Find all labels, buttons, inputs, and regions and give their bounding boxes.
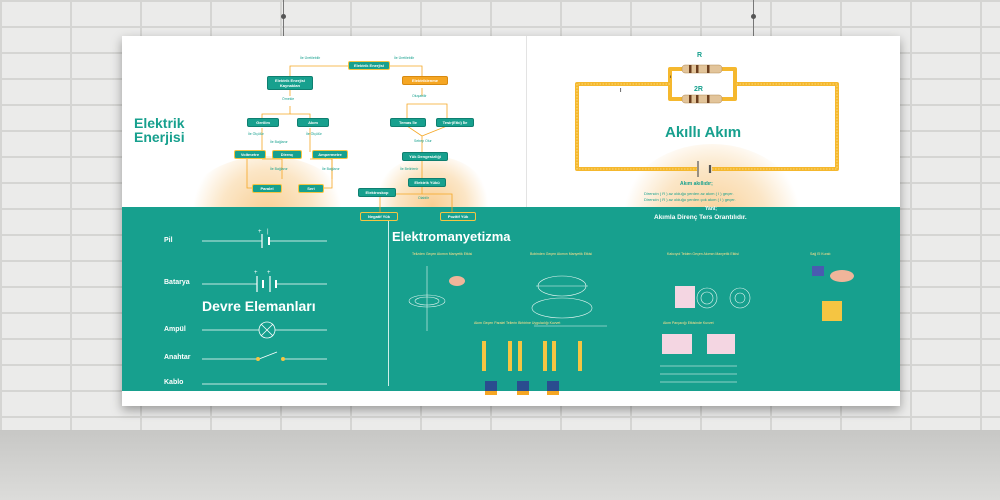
- label-switch: Anahtar: [164, 354, 191, 361]
- section-divider: [388, 214, 389, 386]
- node-induction: Tesir(Etki) İle: [436, 118, 474, 127]
- node-voltage: Gerilim: [247, 118, 279, 127]
- link-causes: Sebep Olur: [414, 139, 432, 143]
- cube-diagram: [822, 301, 842, 321]
- link-measured-left: İle Ölçülür: [248, 132, 264, 136]
- floor: [0, 430, 1000, 500]
- svg-text:+: +: [254, 270, 258, 276]
- magnet-diagram: [812, 266, 824, 276]
- electric-title-line2: Enerjisi: [134, 129, 185, 145]
- node-ammeter: Ampermetre: [312, 150, 348, 159]
- center-divider: [526, 36, 527, 207]
- field-diagram-bottom-left: [662, 334, 692, 354]
- link-depends: İle Bağlanır: [270, 140, 288, 144]
- node-electroscope: Elektroskop: [358, 188, 396, 197]
- poster: Elektrik Enerjisi Elektrik Enerjisi: [122, 36, 900, 406]
- bottom-strip: [122, 391, 900, 406]
- smart-current-line1: Akım akıllıdır;: [680, 181, 713, 187]
- label-i-left: I: [620, 88, 622, 94]
- node-contact: Temas İle: [390, 118, 426, 127]
- node-electric-charge: Elektrik Yükü: [408, 178, 446, 187]
- field-diagram-bottom-right: [707, 334, 735, 354]
- node-electrification: Elektriklenme: [402, 76, 448, 85]
- concept-map-lines: [246, 65, 453, 212]
- link-produced-right: İle Üretilebilir: [394, 56, 415, 60]
- node-voltmeter: Voltmetre: [234, 150, 266, 159]
- label-2r: 2R: [694, 86, 703, 93]
- node-energy-sources: Elektrik Enerjisi Kaynakları: [267, 76, 313, 90]
- resistor-2r: [681, 94, 723, 104]
- link-can-be: Olabilir: [418, 196, 429, 200]
- smart-current-title: Akıllı Akım: [665, 124, 742, 141]
- smart-current-line2: Direncin ( R ) az olduğu yerden az akım …: [644, 191, 734, 196]
- panel-title-right-hand: Sağ El Kuralı: [810, 252, 831, 256]
- node-resistance: Direnç: [272, 150, 302, 159]
- hook-right: [751, 14, 756, 19]
- hook-left: [281, 14, 286, 19]
- panel-title-wire: Telizden Geçen Akımın Manyetik Etkisi: [412, 252, 473, 256]
- smart-current-line4: Yani;: [705, 206, 717, 212]
- electromagnetism-title: Elektromanyetizma: [392, 229, 511, 244]
- link-can-form: Oluşabilir: [412, 94, 427, 98]
- link-produced-left: İle Üretilebilir: [300, 56, 321, 60]
- hand-diagram: [830, 270, 854, 282]
- field-diagram-left: [675, 286, 695, 308]
- smart-current-circuit: [575, 64, 839, 177]
- smart-current-line3: Direncin ( R ) az olduğu yerden çok akım…: [644, 197, 736, 202]
- node-positive-charge: Pozitif Yük: [440, 212, 476, 221]
- label-r: R: [697, 52, 703, 59]
- label-cable: Kablo: [164, 379, 184, 386]
- hand-diagram-left: [449, 276, 465, 286]
- circuit-elements-title: Devre Elemanları: [202, 298, 316, 314]
- panel-title-loop: Kalıcıyol Telden Geçen Akımın Manyetik E…: [667, 252, 739, 256]
- svg-text:+: +: [267, 270, 271, 276]
- node-negative-charge: Negatif Yük: [360, 212, 398, 221]
- link-example: Örnekle: [282, 97, 295, 101]
- node-current: Akım: [297, 118, 329, 127]
- node-parallel: Paralel: [252, 184, 282, 193]
- svg-text:|: |: [267, 229, 269, 235]
- node-series: Seri: [298, 184, 324, 193]
- link-measured-right: İle Ölçülür: [306, 132, 322, 136]
- electric-title-line1: Elektrik: [134, 115, 185, 131]
- label-i-top: I: [670, 74, 672, 79]
- node-charge-imbalance: Yük Dengesizliği: [402, 152, 448, 161]
- panel-title-parallel-wires: Akım Geçen Paralel Tellerin Birbirine Uy…: [474, 321, 561, 325]
- label-battery: Batarya: [164, 279, 190, 286]
- electric-title: Elektrik Enerjisi: [134, 116, 185, 144]
- label-cell: Pil: [164, 237, 173, 244]
- panel-title-coil: Bobinden Geçen Akımın Manyetik Etkisi: [530, 252, 593, 256]
- resistor-r: [681, 64, 723, 74]
- label-bulb: Ampül: [164, 326, 186, 333]
- link-connected-left: İle Bağlanır: [270, 167, 288, 171]
- electromagnetism-diagrams: [408, 266, 854, 395]
- node-electric-energy: Elektrik Enerjisi: [348, 61, 390, 70]
- smart-current-line5: Akımla Direnç Ters Orantılıdır.: [654, 214, 747, 221]
- link-connected-right: İle Bağlanır: [322, 167, 340, 171]
- circuit-symbols: + | + +: [202, 229, 327, 385]
- panel-title-particle-force: Akım Parçacığı Etkisinde Kuvvet: [663, 321, 714, 325]
- svg-text:+: +: [258, 229, 262, 235]
- link-determined: İle Belirlenir: [400, 167, 419, 171]
